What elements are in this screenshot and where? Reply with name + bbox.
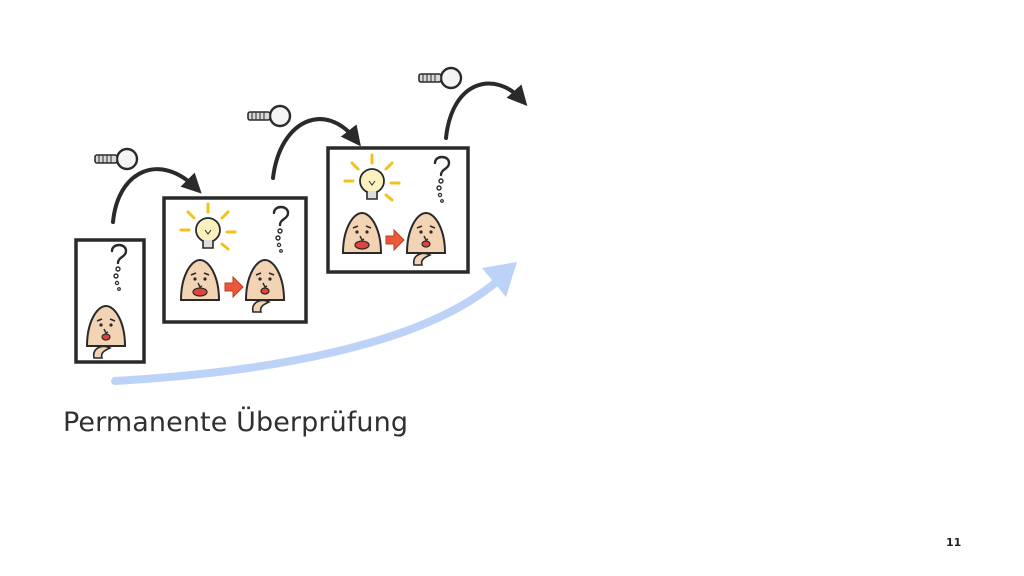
panel-2 bbox=[164, 198, 306, 322]
magnifier-icon bbox=[419, 68, 461, 88]
slide-caption: Permanente Überprüfung bbox=[63, 407, 408, 438]
magnifier-icon bbox=[248, 106, 290, 126]
panel-3 bbox=[328, 148, 468, 272]
magnifier-icon bbox=[95, 149, 137, 169]
panel-1 bbox=[76, 240, 144, 362]
page-number: 11 bbox=[946, 536, 961, 549]
